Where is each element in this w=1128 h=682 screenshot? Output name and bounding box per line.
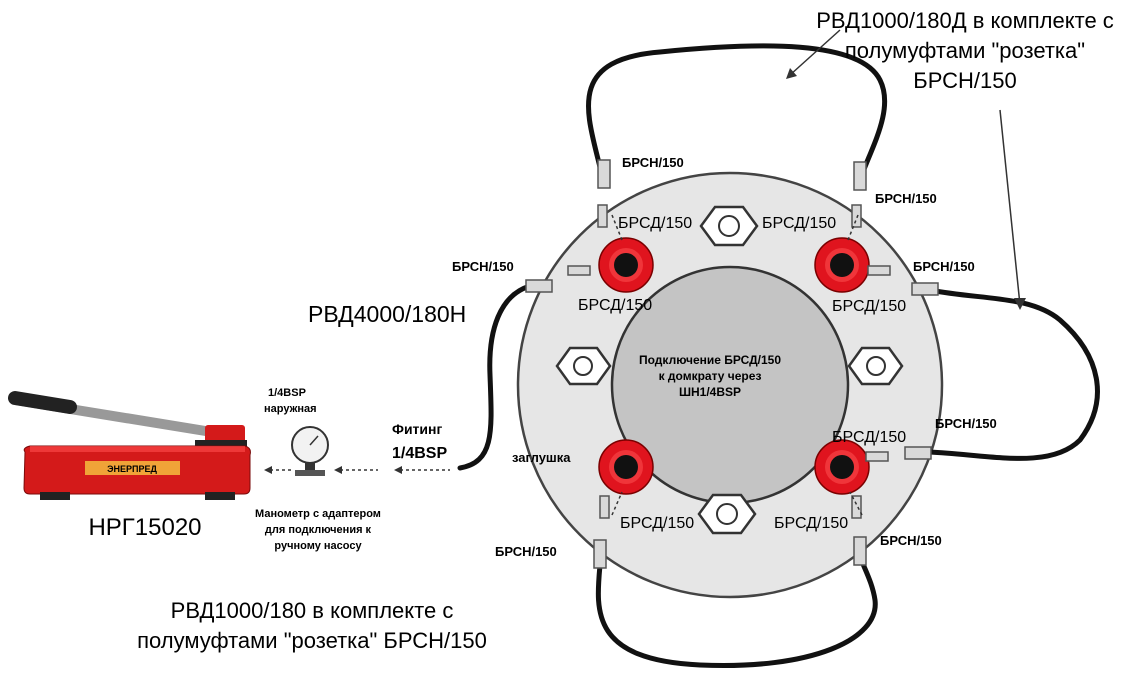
brsd-label-bottom-left: БРСД/150 bbox=[620, 515, 694, 532]
hose-bottom-right-end bbox=[853, 536, 867, 566]
fitting-label-line2: 1/4BSP bbox=[392, 445, 447, 462]
brsn-label-right: БРСН/150 bbox=[913, 259, 975, 274]
fitting-label-line1: Фитинг bbox=[392, 421, 442, 437]
hose-bottom-left-end bbox=[593, 539, 607, 569]
coupling-stub-tr bbox=[851, 204, 862, 228]
hose-bottom-set-line2: полумуфтами "розетка" БРСН/150 bbox=[137, 628, 487, 653]
pump-model-label: НРГ15020 bbox=[88, 514, 201, 541]
plug-label: заглушка bbox=[512, 450, 571, 465]
gauge-thread-line2: наружная bbox=[264, 403, 317, 415]
hose-top-set-line3: БРСН/150 bbox=[913, 68, 1016, 93]
coupling-stub-bl2 bbox=[851, 495, 862, 519]
hose-pump-end bbox=[525, 279, 553, 293]
brsn-label-top-right: БРСН/150 bbox=[875, 191, 937, 206]
pointer-right-hose-head bbox=[1014, 298, 1026, 310]
center-text-line3: ШН1/4BSP bbox=[679, 385, 741, 399]
hose-top-left-end bbox=[597, 159, 611, 189]
hose-right-loop bbox=[927, 287, 1100, 461]
coupling-stub-r bbox=[867, 265, 891, 276]
hose-right-top-end bbox=[911, 282, 939, 296]
brsn-label-bottom-left: БРСН/150 bbox=[495, 544, 557, 559]
center-text-line2: к домкрату через bbox=[659, 369, 762, 383]
hex-nut-top bbox=[699, 205, 759, 247]
brsn-label-top-left: БРСН/150 bbox=[622, 155, 684, 170]
pointer-brsd-br bbox=[849, 491, 863, 516]
hose-top-loop bbox=[585, 43, 888, 183]
brsd-label-top-right: БРСД/150 bbox=[762, 215, 836, 232]
brsn-label-right-lower: БРСН/150 bbox=[935, 416, 997, 431]
coupling-stub-l bbox=[567, 265, 591, 276]
pointer-top-hose bbox=[789, 29, 841, 76]
hose-right-bottom-end bbox=[904, 446, 932, 460]
port-top-left bbox=[598, 237, 654, 293]
gauge-thread-line1: 1/4BSP bbox=[268, 387, 306, 399]
gauge-caption-line1: Манометр с адаптером bbox=[255, 508, 381, 520]
brsn-label-left: БРСН/150 bbox=[452, 259, 514, 274]
pointer-brsd-tl bbox=[611, 214, 623, 241]
hex-nut-right bbox=[847, 346, 904, 386]
brsd-label-bottom-right: БРСД/150 bbox=[774, 515, 848, 532]
brsd-label-right: БРСД/150 bbox=[832, 298, 906, 315]
hand-pump bbox=[8, 391, 251, 500]
brsd-label-right-lower: БРСД/150 bbox=[832, 429, 906, 446]
hose-pump-line bbox=[457, 283, 533, 471]
hose-bottom-loop bbox=[595, 552, 878, 669]
hose-top-set-line1: РВД1000/180Д в комплекте с bbox=[816, 8, 1114, 33]
port-top-right bbox=[814, 237, 870, 293]
pointer-right-hose bbox=[999, 109, 1021, 306]
hose-top-set-line2: полумуфтами "розетка" bbox=[845, 38, 1085, 63]
brsn-label-bottom-right: БРСН/150 bbox=[880, 533, 942, 548]
pointer-top-hose-head bbox=[786, 68, 797, 79]
hose-bottom-set-line1: РВД1000/180 в комплекте с bbox=[171, 598, 454, 623]
coupling-stub-bl bbox=[599, 495, 610, 519]
pump-brand-label: ЭНЕРПРЕД bbox=[107, 464, 157, 474]
hose-pump-label: РВД4000/180Н bbox=[308, 301, 466, 327]
port-bottom-left bbox=[598, 439, 654, 495]
pointer-brsd-tr bbox=[847, 214, 859, 241]
brsd-label-left: БРСД/150 bbox=[578, 297, 652, 314]
coupling-stub-tl bbox=[597, 204, 608, 228]
hex-nut-left bbox=[555, 346, 612, 386]
hose-top-right-end bbox=[853, 161, 867, 191]
pressure-gauge bbox=[291, 426, 329, 476]
brsd-label-top-left: БРСД/150 bbox=[618, 215, 692, 232]
flow-arrows bbox=[264, 466, 450, 474]
pointer-brsd-bl bbox=[611, 491, 623, 516]
coupling-stub-br bbox=[865, 451, 889, 462]
gauge-caption-line3: ручному насосу bbox=[274, 540, 362, 552]
gauge-caption-line2: для подключения к bbox=[265, 524, 372, 536]
center-text-line1: Подключение БРСД/150 bbox=[639, 353, 781, 367]
hex-nut-bottom bbox=[697, 493, 757, 535]
port-bottom-right bbox=[814, 439, 870, 495]
